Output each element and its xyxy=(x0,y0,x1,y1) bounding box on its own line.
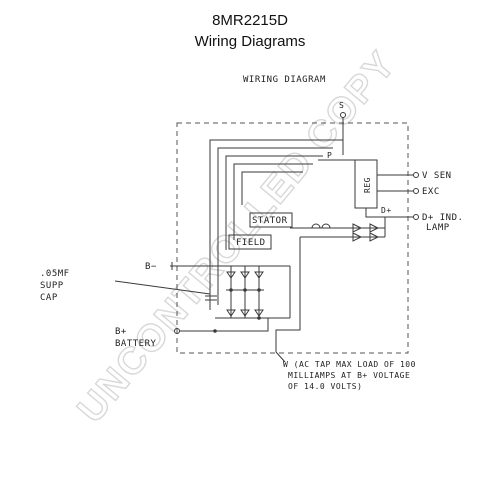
label-lamp: LAMP xyxy=(426,223,450,233)
note-line-2: MILLIAMPS AT B+ VOLTAGE xyxy=(288,371,410,380)
label-field: FIELD xyxy=(236,238,266,248)
label-cap-3: CAP xyxy=(40,293,58,303)
wire-loop-2 xyxy=(217,147,333,305)
diode-1 xyxy=(226,271,236,279)
label-d-plus: D+ xyxy=(381,206,392,215)
diagram-heading: WIRING DIAGRAM xyxy=(243,75,326,85)
label-b-plus: B+ xyxy=(115,327,127,337)
terminal-exc xyxy=(413,188,419,194)
wire-d-plus xyxy=(365,208,413,218)
label-s: S xyxy=(339,101,344,110)
junction-4 xyxy=(213,329,217,333)
cap-leader xyxy=(114,280,211,295)
diode-2 xyxy=(240,271,250,279)
junction-1 xyxy=(229,288,233,292)
label-p: P xyxy=(327,151,332,160)
diode-3 xyxy=(254,271,264,279)
alternator-enclosure xyxy=(176,122,409,354)
wire-crossover-1 xyxy=(311,223,321,229)
junction-3 xyxy=(257,288,261,292)
label-stator: STATOR xyxy=(252,216,288,226)
note-line-1: W (AC TAP MAX LOAD OF 100 xyxy=(283,360,416,369)
junction-5 xyxy=(257,316,261,320)
diagram-subtitle: Wiring Diagrams xyxy=(194,33,306,50)
label-exc: EXC xyxy=(422,187,440,197)
wire-crossover-2 xyxy=(321,223,331,229)
label-battery: BATTERY xyxy=(115,339,157,349)
label-b-minus: B− xyxy=(145,262,157,272)
part-number: 8MR2215D xyxy=(212,12,288,29)
label-d-plus-ind: D+ IND. xyxy=(422,213,463,223)
wire-loop-3 xyxy=(225,155,323,250)
diode-trio-1 xyxy=(352,223,363,233)
label-v-sen: V SEN xyxy=(422,171,452,181)
wire-loop-5 xyxy=(241,171,303,205)
stator-box xyxy=(249,212,293,228)
wire-b-plus xyxy=(180,318,269,332)
diode-trio-4 xyxy=(369,232,380,242)
terminal-d-plus xyxy=(413,214,419,220)
label-reg: REG xyxy=(363,177,372,193)
wire-w-tap xyxy=(275,237,301,352)
diode-trio-2 xyxy=(352,232,363,242)
diode-6 xyxy=(254,309,264,317)
terminal-v-sen xyxy=(413,172,419,178)
diode-4 xyxy=(226,309,236,317)
note-line-3: OF 14.0 VOLTS) xyxy=(288,382,362,391)
diode-5 xyxy=(240,309,250,317)
junction-2 xyxy=(243,288,247,292)
diode-trio-3 xyxy=(369,223,380,233)
field-box xyxy=(228,234,272,250)
label-cap-1: .05MF xyxy=(40,269,70,279)
wire-loop-1 xyxy=(209,139,343,310)
w-leader xyxy=(275,351,286,363)
wire-loop-4 xyxy=(233,163,313,240)
terminal-b-plus xyxy=(174,328,180,334)
label-cap-2: SUPP xyxy=(40,281,64,291)
